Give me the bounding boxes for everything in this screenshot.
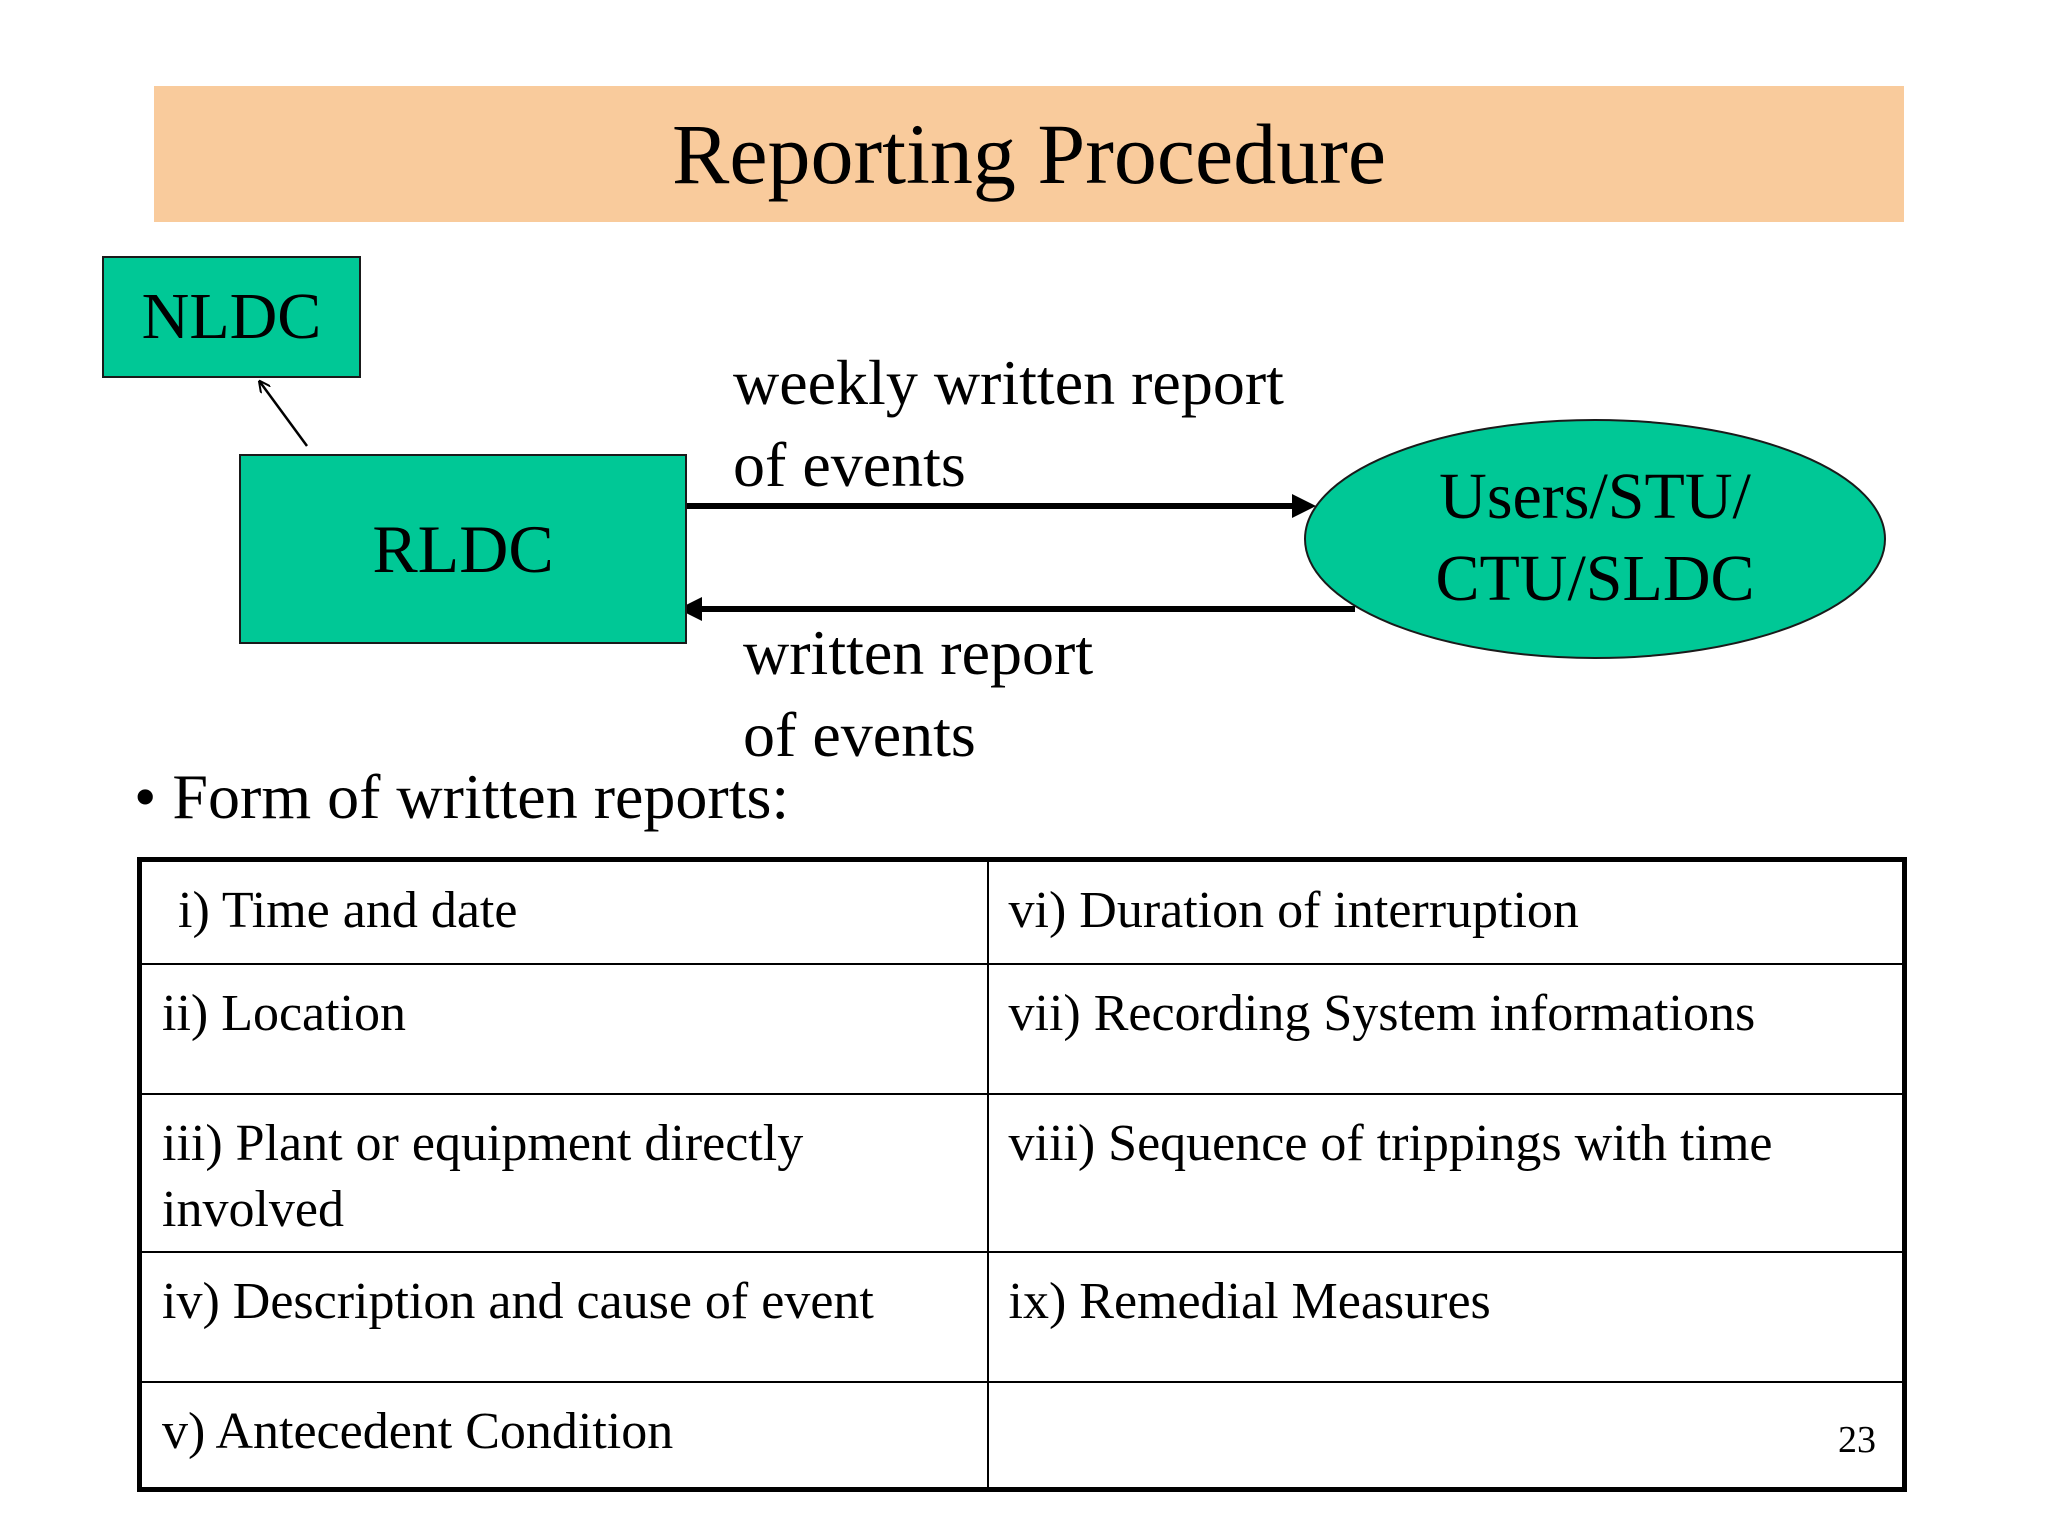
- report-items-table: i) Time and date vi) Duration of interru…: [137, 857, 1907, 1492]
- table-cell: [986, 1380, 1906, 1491]
- table-cell: i) Time and date: [138, 858, 989, 965]
- table-cell: vii) Recording System informations: [986, 962, 1906, 1095]
- table-cell: viii) Sequence of trippings with time: [986, 1092, 1906, 1253]
- edge-label-to-users: weekly written report of events: [733, 342, 1284, 506]
- bullet-heading: •Form of written reports:: [134, 760, 789, 834]
- users-node-shape: [1304, 419, 1886, 659]
- arrow-to-rldc-head: [678, 597, 702, 621]
- table-cell: iii) Plant or equipment directly involve…: [138, 1092, 989, 1253]
- table-cell: v) Antecedent Condition: [138, 1380, 989, 1491]
- rldc-label: RLDC: [372, 510, 554, 587]
- table-row: iv) Description and cause of event ix) R…: [138, 1250, 1906, 1383]
- users-label-line1: Users/STU/: [1439, 460, 1751, 533]
- arrow-to-users-head: [1292, 494, 1316, 518]
- nldc-node: NLDC: [102, 256, 361, 378]
- page-title: Reporting Procedure: [671, 106, 1387, 202]
- edge-label-to-users-line2: of events: [733, 429, 966, 500]
- nldc-label: NLDC: [141, 280, 322, 353]
- rldc-to-nldc-arrow: [260, 382, 309, 447]
- edge-label-to-rldc-line2: of events: [743, 699, 976, 770]
- page-number: 23: [1838, 1419, 1876, 1461]
- rldc-node: RLDC: [239, 454, 687, 644]
- edge-label-to-rldc-line1: written report: [743, 617, 1094, 688]
- bullet-text: Form of written reports:: [172, 761, 790, 832]
- table-cell: iv) Description and cause of event: [138, 1250, 989, 1383]
- table-cell: ii) Location: [138, 962, 989, 1095]
- table-row: iii) Plant or equipment directly involve…: [138, 1092, 1906, 1253]
- bullet-marker: •: [134, 761, 157, 832]
- edge-label-to-users-line1: weekly written report: [733, 347, 1284, 418]
- table-cell: vi) Duration of interruption: [986, 858, 1906, 965]
- table-row: i) Time and date vi) Duration of interru…: [138, 858, 1906, 965]
- users-label-line2: CTU/SLDC: [1435, 542, 1755, 615]
- title-band: Reporting Procedure: [154, 86, 1904, 222]
- edge-label-to-rldc: written report of events: [743, 612, 1093, 776]
- table-cell: ix) Remedial Measures: [986, 1250, 1906, 1383]
- users-node-label: Users/STU/ CTU/SLDC: [1305, 456, 1885, 620]
- table-row: ii) Location vii) Recording System infor…: [138, 962, 1906, 1095]
- table-row: v) Antecedent Condition: [138, 1380, 1906, 1491]
